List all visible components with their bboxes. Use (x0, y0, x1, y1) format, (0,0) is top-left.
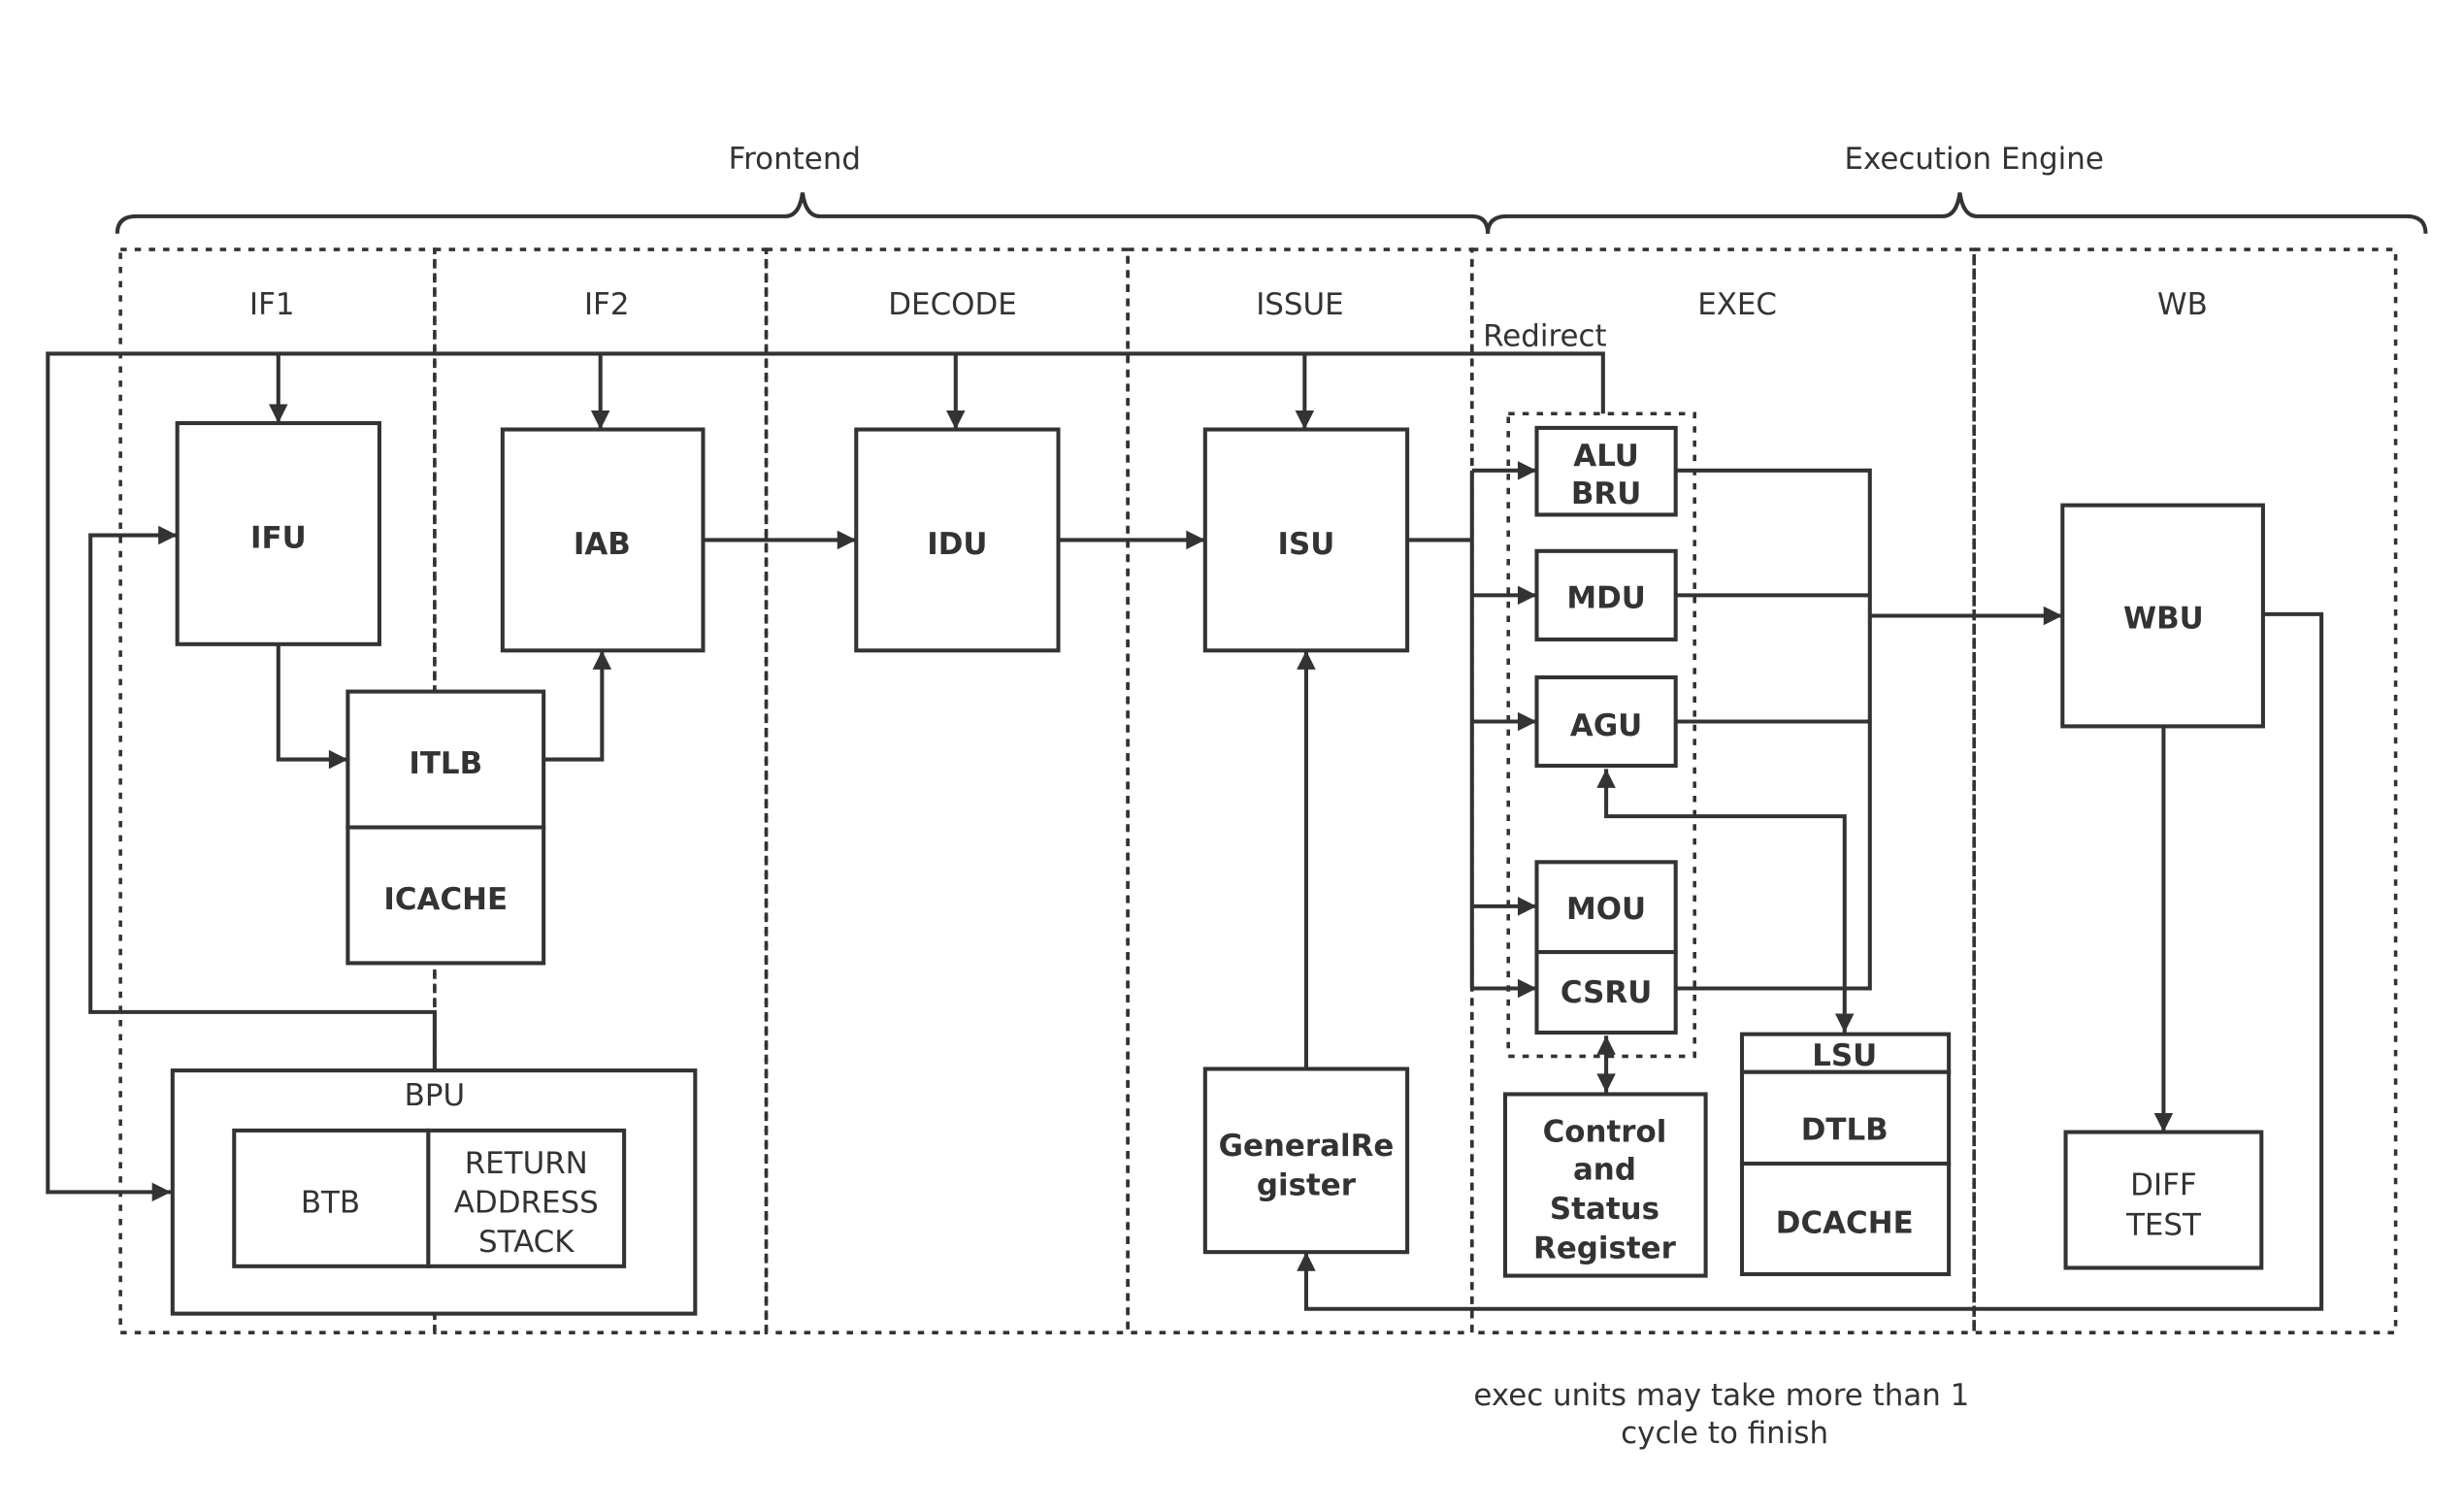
note-line1: exec units may take more than 1 (1473, 1378, 1969, 1413)
stage-issue-label: ISSUE (1256, 287, 1344, 322)
ifu-label: IFU (250, 521, 307, 556)
wbu-to-regfile-line (1297, 611, 2324, 1311)
general-register-block: GeneralRe gister (1202, 1067, 1410, 1255)
iab-label: IAB (574, 527, 631, 562)
alu-label: ALU (1573, 439, 1639, 474)
bru-label: BRU (1571, 476, 1641, 511)
mou-label: MOU (1566, 892, 1646, 927)
isu-box (1202, 427, 1410, 653)
exec-units-group (1506, 411, 1696, 1059)
idu-label: IDU (927, 527, 987, 562)
frontend-label: Frontend (729, 142, 861, 177)
itlb-to-iab-line (543, 650, 612, 762)
csru-label: CSRU (1561, 975, 1652, 1010)
itlb-label: ITLB (409, 746, 482, 781)
agu-label: AGU (1570, 708, 1642, 743)
alu-bru-block: ALU BRU (1534, 425, 1678, 517)
ifu-block: IFU (175, 420, 381, 646)
frontend-group: Frontend (115, 142, 1491, 234)
csr-label-line4: Register (1533, 1232, 1677, 1266)
iab-box (500, 427, 706, 653)
execution-engine-group: Execution Engine (1486, 142, 2428, 234)
csr-block: Control and Status Register (1502, 1092, 1708, 1278)
lsu-label: LSU (1812, 1038, 1877, 1073)
lsu-box (1739, 1032, 1952, 1074)
wb-bus (1675, 468, 1872, 991)
agu-block: AGU (1534, 674, 1678, 769)
dcache-label: DCACHE (1776, 1206, 1914, 1241)
ras-box (426, 1128, 627, 1268)
bpu-to-ifu-line (88, 525, 437, 1071)
bpu-label: BPU (405, 1078, 465, 1113)
csr-label-line1: Control (1543, 1114, 1667, 1149)
redirect-bus: Redirect (46, 318, 1607, 1202)
agu-lsu-line (1596, 769, 1855, 1034)
wbu-label: WBU (2123, 602, 2204, 637)
difftest-label-line2: TEST (2125, 1207, 2201, 1242)
dcache-box (1739, 1162, 1952, 1276)
idu-box (854, 427, 1061, 653)
difftest-block: DIFF TEST (2063, 1130, 2264, 1270)
icache-box (345, 825, 546, 966)
stage-if1-label: IF1 (249, 287, 295, 322)
mdu-box (1534, 548, 1678, 641)
idu-block: IDU (854, 427, 1061, 653)
wbu-block: WBU (2060, 503, 2265, 729)
isu-label: ISU (1278, 527, 1335, 562)
iab-block: IAB (500, 427, 706, 653)
mou-csru-block: MOU CSRU (1534, 860, 1678, 1035)
mdu-block: MDU (1534, 548, 1678, 641)
bpu-block: BPU BTB RETURN ADDRESS STACK (170, 1068, 698, 1316)
isu-block: ISU (1202, 427, 1410, 653)
execution-engine-label: Execution Engine (1844, 142, 2103, 177)
icache-label: ICACHE (383, 882, 508, 917)
dtlb-box (1739, 1069, 1952, 1166)
ras-label-line1: RETURN (465, 1146, 588, 1181)
itlb-icache-block: ITLB ICACHE (345, 689, 546, 966)
lsu-block: LSU DTLB DCACHE (1739, 1032, 1952, 1276)
redirect-label: Redirect (1483, 318, 1606, 353)
csr-label-line3: Status (1550, 1192, 1659, 1227)
frontend-brace (115, 192, 1491, 234)
mdu-label: MDU (1566, 580, 1646, 615)
note-line2: cycle to finish (1621, 1416, 1828, 1451)
stage-decode-region (764, 247, 1130, 1334)
general-register-label-line1: GeneralRe (1219, 1129, 1395, 1164)
general-register-box (1202, 1067, 1410, 1255)
ras-label-line2: ADDRESS (454, 1186, 599, 1221)
ras-label-line3: STACK (478, 1225, 575, 1260)
difftest-box (2063, 1130, 2264, 1270)
stage-decode-label: DECODE (888, 287, 1017, 322)
difftest-label-line1: DIFF (2130, 1168, 2196, 1203)
alu-bru-box (1534, 425, 1678, 517)
csr-box (1502, 1092, 1708, 1278)
stage-wb-label: WB (2157, 287, 2208, 322)
redirect-line (46, 351, 1605, 1202)
execution-engine-brace (1486, 192, 2428, 234)
csr-label-line2: and (1573, 1152, 1636, 1187)
dtlb-label: DTLB (1801, 1113, 1889, 1148)
stage-exec-label: EXEC (1697, 287, 1777, 322)
general-register-label-line2: gister (1257, 1168, 1357, 1203)
btb-label: BTB (301, 1186, 360, 1221)
stage-if2-label: IF2 (584, 287, 630, 322)
ifu-to-itlb-line (276, 643, 348, 770)
